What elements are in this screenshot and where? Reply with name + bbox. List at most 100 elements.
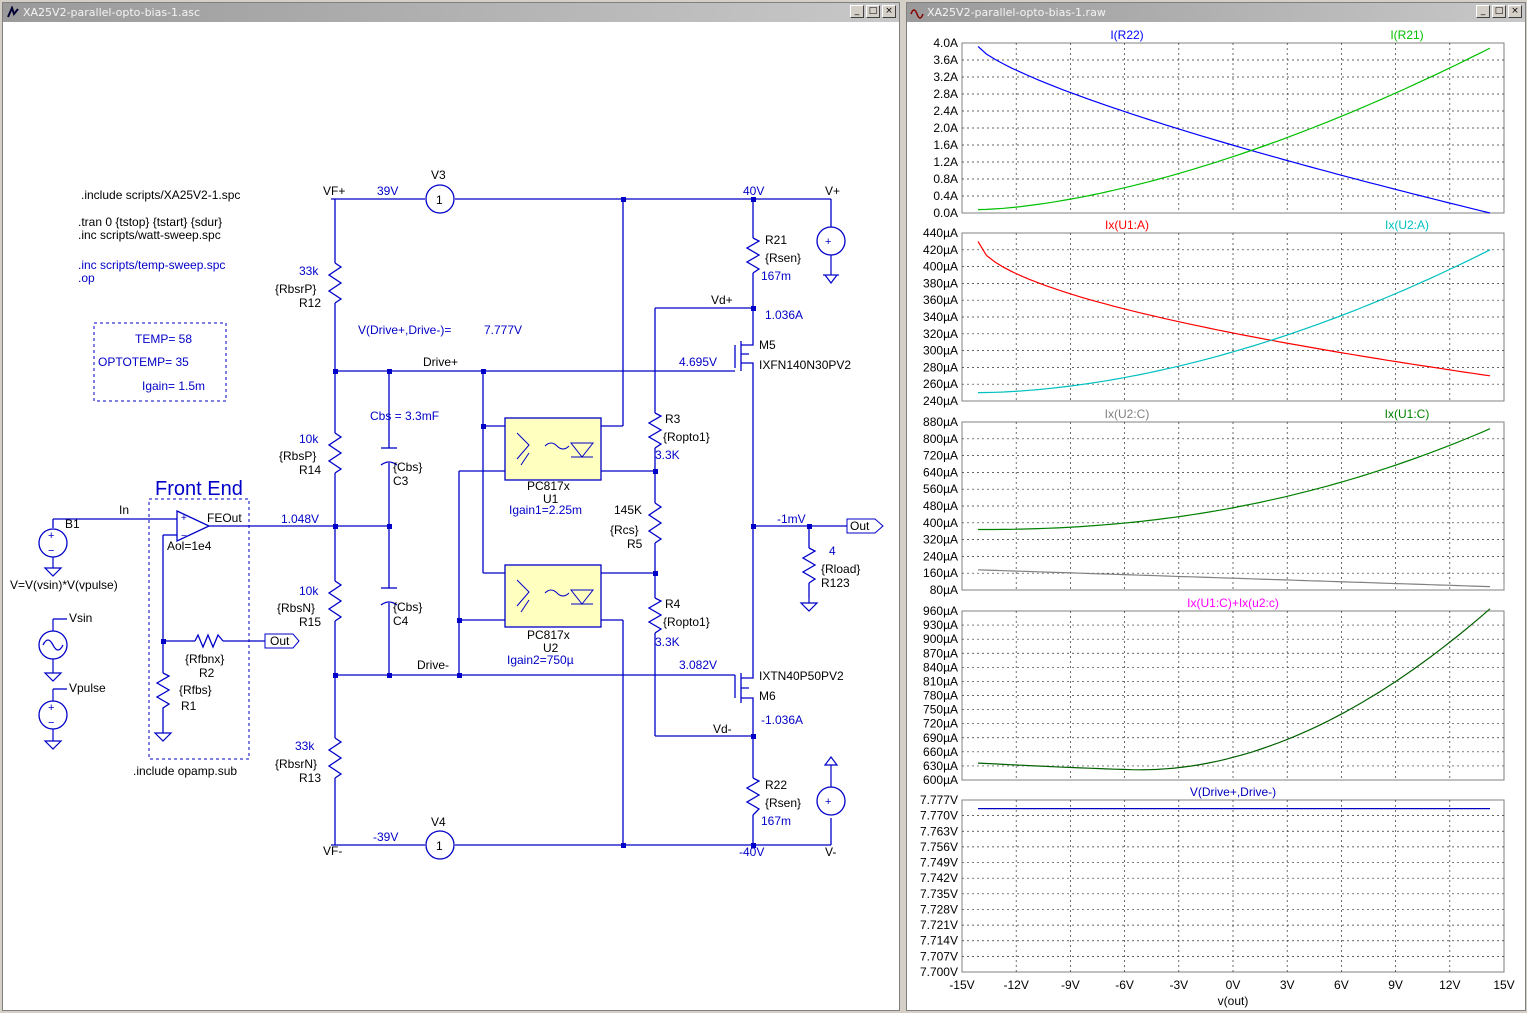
param-optotemp[interactable]: OPTOTEMP= 35 bbox=[98, 355, 189, 369]
include-opamp[interactable]: .include opamp.sub bbox=[133, 764, 237, 778]
r21-value: 167m bbox=[761, 269, 791, 283]
svg-text:+: + bbox=[181, 513, 187, 524]
r5-name: R5 bbox=[627, 537, 643, 551]
resistor-r123 bbox=[801, 547, 817, 584]
r22-name: R22 bbox=[765, 778, 787, 792]
v-out: -1mV bbox=[777, 512, 806, 526]
u2-gain: Igain2=750µ bbox=[507, 653, 574, 667]
x-tick-label: -15V bbox=[949, 978, 974, 992]
opto-u2[interactable] bbox=[504, 564, 602, 628]
out-flag[interactable] bbox=[846, 518, 884, 534]
r4-param: {Ropto1} bbox=[663, 615, 710, 629]
mosfet-m5[interactable] bbox=[734, 333, 754, 388]
r22-value: 167m bbox=[761, 814, 791, 828]
y-tick-label: 400µA bbox=[923, 516, 958, 530]
resistor-r21 bbox=[745, 237, 761, 274]
maximize-button[interactable]: □ bbox=[1492, 5, 1506, 18]
mosfet-m6[interactable] bbox=[734, 663, 754, 713]
schematic-canvas[interactable]: ++ +− +− 1 1 +− bbox=[5, 23, 897, 1007]
y-tick-label: 690µA bbox=[923, 731, 958, 745]
trace-label[interactable]: I(R22) bbox=[1110, 28, 1143, 42]
svg-text:+: + bbox=[825, 236, 831, 248]
close-button[interactable]: × bbox=[1508, 5, 1522, 18]
directive-watt[interactable]: .inc scripts/watt-sweep.spc bbox=[78, 228, 221, 242]
trace-label[interactable]: Ix(U1:C) bbox=[1385, 407, 1430, 421]
m5-part: IXFN140N30PV2 bbox=[759, 358, 851, 372]
source-v3 bbox=[425, 184, 455, 214]
opamp-fe[interactable]: +− bbox=[176, 509, 243, 543]
x-tick-label: 12V bbox=[1439, 978, 1460, 992]
r5-value: 145K bbox=[614, 503, 642, 517]
trace-label[interactable]: Ix(U2:C) bbox=[1105, 407, 1150, 421]
trace-label[interactable]: I(R21) bbox=[1390, 28, 1423, 42]
y-tick-label: 930µA bbox=[923, 618, 958, 632]
m6-part: IXTN40P50PV2 bbox=[759, 669, 844, 683]
y-tick-label: 320µA bbox=[923, 327, 958, 341]
minimize-button[interactable]: _ bbox=[1476, 5, 1490, 18]
directive-temp[interactable]: .inc scripts/temp-sweep.spc bbox=[78, 258, 225, 272]
y-tick-label: 2.8A bbox=[933, 87, 958, 101]
x-axis-label: v(out) bbox=[1218, 994, 1249, 1008]
schematic-titlebar[interactable]: XA25V2-parallel-opto-bias-1.asc _ □ × bbox=[3, 3, 899, 22]
source-marks: ++ +− +− bbox=[48, 236, 831, 808]
trace-curve bbox=[977, 608, 1491, 771]
y-tick-label: 400µA bbox=[923, 260, 958, 274]
waveform-window[interactable]: XA25V2-parallel-opto-bias-1.raw _ □ × 4.… bbox=[906, 2, 1526, 1011]
wires bbox=[52, 198, 847, 846]
params-box bbox=[93, 322, 227, 402]
label-vn40: -40V bbox=[739, 845, 764, 859]
u1-name: U1 bbox=[543, 492, 559, 506]
resistor-r12 bbox=[327, 262, 343, 304]
trace-label[interactable]: Ix(U2:A) bbox=[1385, 218, 1429, 232]
opto-u1[interactable] bbox=[504, 417, 602, 481]
trace-label[interactable]: Ix(U1:C)+Ix(u2:c) bbox=[1187, 596, 1279, 610]
y-tick-label: 4.0A bbox=[933, 36, 958, 50]
resistor-r3 bbox=[647, 412, 663, 449]
param-temp[interactable]: TEMP= 58 bbox=[135, 332, 192, 346]
waveform-canvas[interactable]: 4.0A3.6A3.2A2.8A2.4A2.0A1.6A1.2A0.8A0.4A… bbox=[908, 23, 1524, 1010]
maximize-button[interactable]: □ bbox=[866, 5, 880, 18]
v-fe: 1.048V bbox=[281, 512, 319, 526]
waveform-title: XA25V2-parallel-opto-bias-1.raw bbox=[927, 6, 1106, 19]
cbs-param[interactable]: Cbs = 3.3mF bbox=[370, 409, 439, 423]
y-tick-label: 7.728V bbox=[920, 902, 958, 916]
ltspice-schematic-icon bbox=[7, 6, 19, 18]
junction-dots bbox=[161, 197, 812, 848]
y-tick-label: 7.777V bbox=[920, 793, 958, 807]
front-end-box bbox=[148, 498, 250, 760]
resistor-r4 bbox=[647, 597, 663, 634]
y-tick-label: 280µA bbox=[923, 360, 958, 374]
y-tick-label: 7.735V bbox=[920, 887, 958, 901]
directive-tran[interactable]: .tran 0 {tstop} {tstart} {sdur} bbox=[78, 215, 222, 229]
r2-param: {Rfbnx} bbox=[185, 652, 224, 666]
minimize-button[interactable]: _ bbox=[850, 5, 864, 18]
r13-name: R13 bbox=[299, 771, 321, 785]
schematic-window[interactable]: XA25V2-parallel-opto-bias-1.asc _ □ × bbox=[2, 2, 900, 1011]
out-flag-2[interactable] bbox=[264, 633, 300, 649]
r14-param: {RbsP} bbox=[279, 449, 316, 463]
y-tick-label: 380µA bbox=[923, 276, 958, 290]
y-tick-label: 800µA bbox=[923, 432, 958, 446]
directive-op[interactable]: .op bbox=[78, 271, 95, 285]
close-button[interactable]: × bbox=[882, 5, 896, 18]
r3-name: R3 bbox=[665, 412, 681, 426]
r14-value: 10k bbox=[299, 432, 319, 446]
y-tick-label: 320µA bbox=[923, 533, 958, 547]
trace-label[interactable]: Ix(U1:A) bbox=[1105, 218, 1149, 232]
y-tick-label: 2.0A bbox=[933, 121, 958, 135]
plot-pane-4[interactable] bbox=[961, 799, 1505, 973]
y-tick-label: 640µA bbox=[923, 465, 958, 479]
resistor-r5 bbox=[647, 502, 663, 544]
label-v4: V4 bbox=[431, 815, 446, 829]
x-tick-label: -3V bbox=[1169, 978, 1188, 992]
r22-param: {Rsen} bbox=[765, 796, 801, 810]
net-vdp: Vd+ bbox=[711, 293, 733, 307]
c3-param: {Cbs} bbox=[393, 460, 422, 474]
resistor-r22 bbox=[745, 777, 761, 816]
x-tick-label: 15V bbox=[1493, 978, 1514, 992]
trace-label[interactable]: V(Drive+,Drive-) bbox=[1190, 785, 1276, 799]
waveform-titlebar[interactable]: XA25V2-parallel-opto-bias-1.raw _ □ × bbox=[907, 3, 1525, 22]
directive-include[interactable]: .include scripts/XA25V2-1.spc bbox=[81, 188, 240, 202]
b1-expr[interactable]: V=V(vsin)*V(vpulse) bbox=[10, 578, 118, 592]
param-igain[interactable]: Igain= 1.5m bbox=[142, 379, 205, 393]
